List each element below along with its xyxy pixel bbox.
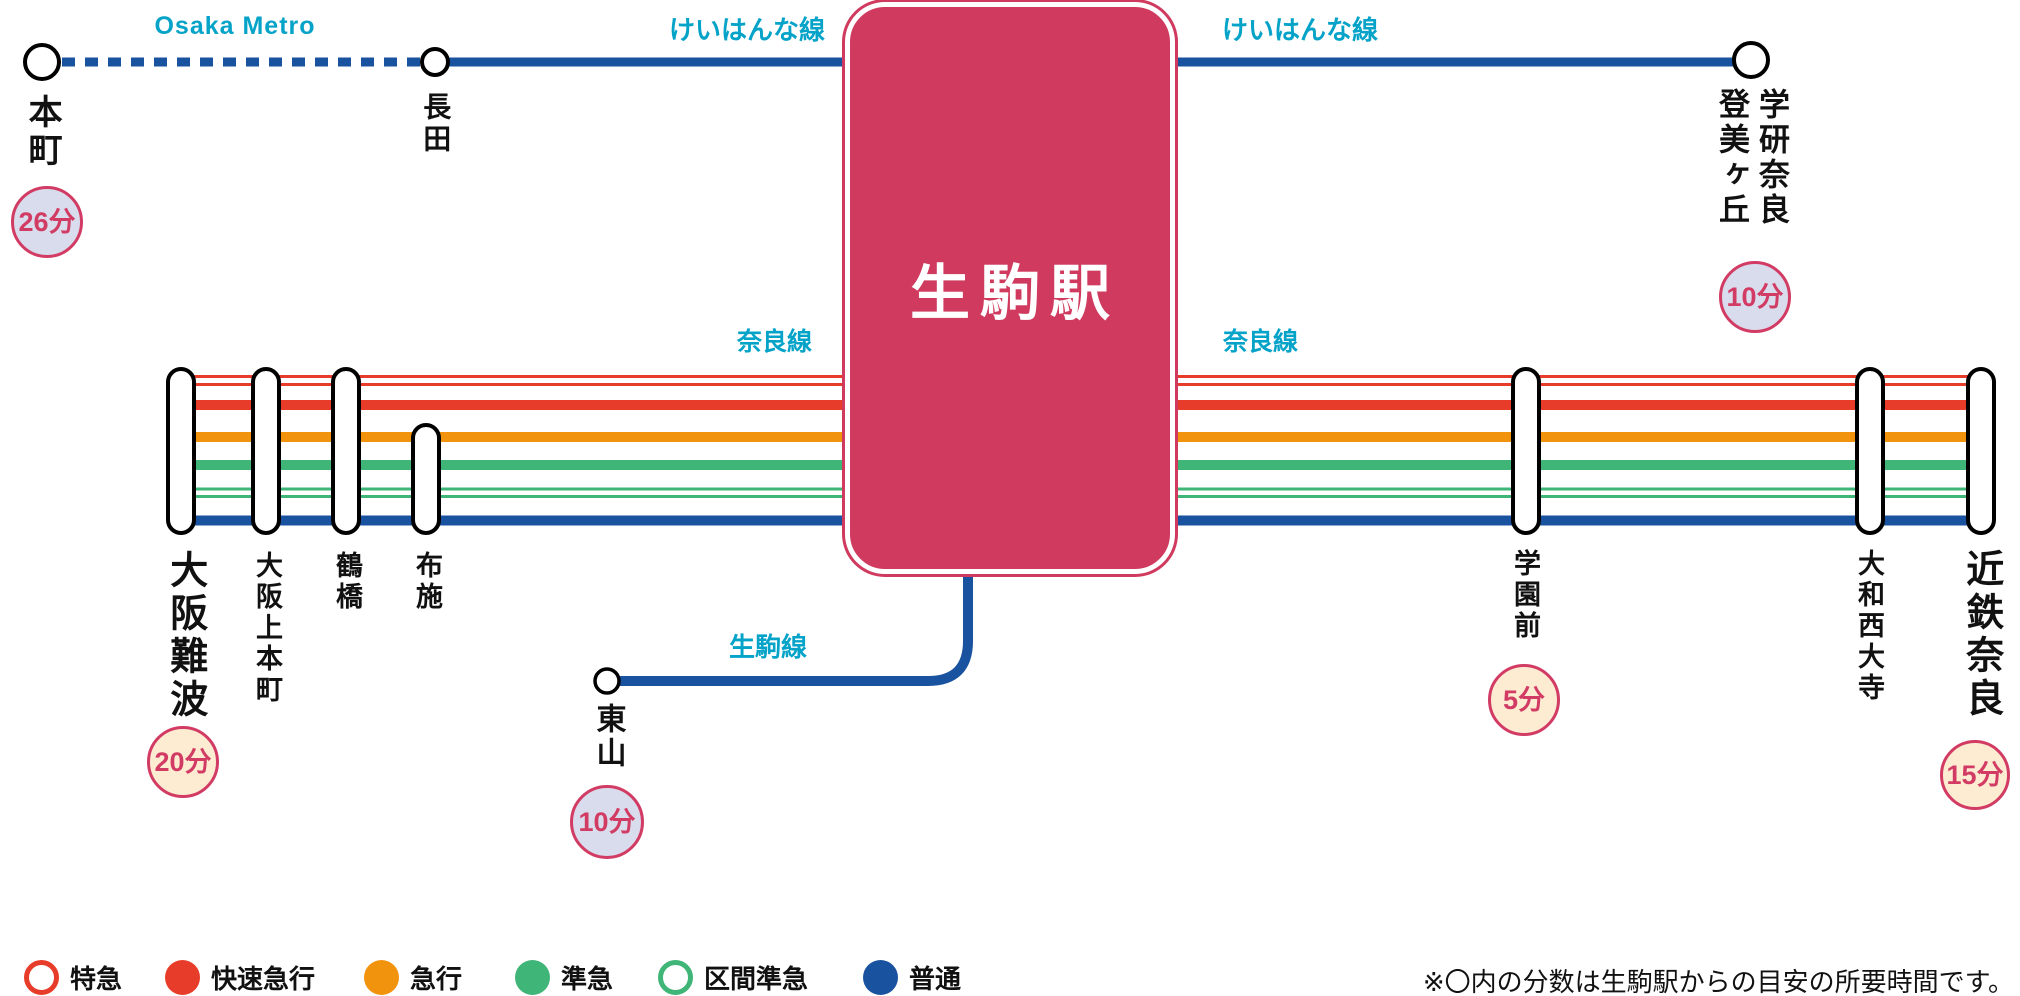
station-capsule-osaka-uehommachi — [251, 367, 281, 535]
station-name-yamato-saidaiji: 大和西大寺 — [1854, 549, 1885, 704]
ikoma-line — [620, 572, 973, 686]
station-name-fuse: 布施 — [412, 551, 443, 613]
station-dot-honmachi — [23, 43, 61, 81]
section-semi-express-circle-icon — [658, 959, 693, 995]
legend-item-kukan-junkyu: 区間準急 — [658, 958, 808, 996]
time-badge-osaka-namba: 20分 — [147, 726, 219, 798]
station-dot-higashiyama — [593, 667, 621, 695]
legend-label: 普通 — [909, 963, 962, 994]
station-name-osaka-namba: 大阪難波 — [163, 550, 206, 722]
legend-label: 区間準急 — [704, 963, 809, 994]
station-name-higashiyama: 東山 — [591, 703, 625, 771]
station-capsule-osaka-namba — [166, 367, 196, 535]
hub-title: 生駒駅 — [910, 259, 1120, 327]
station-name-nagata: 長田 — [420, 92, 452, 156]
station-name-gakuemmae: 学園前 — [1510, 549, 1541, 642]
legend-item-junkyu: 準急 — [515, 958, 613, 996]
station-name-tsuruhashi: 鶴橋 — [332, 551, 363, 613]
legend-label: 準急 — [561, 963, 614, 994]
legend-label: 特急 — [70, 963, 123, 994]
station-name-honmachi: 本町 — [23, 94, 62, 170]
legend-item-tokkyu: 特急 — [24, 958, 122, 996]
local-circle-icon — [863, 959, 898, 995]
station-dot-gakken-nara-tomigaoka — [1732, 41, 1770, 79]
time-badge-kintetsu-nara: 15分 — [1940, 740, 2010, 810]
time-badge-higashiyama: 10分 — [570, 785, 644, 859]
time-badge-gakken-nara-tomigaoka: 10分 — [1719, 261, 1791, 333]
station-dot-nagata — [420, 47, 450, 77]
legend-item-kaisoku-kyuko: 快速急行 — [165, 958, 315, 996]
label-keihanna-line-right: けいはんな線 — [1222, 15, 1379, 45]
station-capsule-kintetsu-nara — [1966, 367, 1996, 535]
label-nara-line-left: 奈良線 — [736, 328, 812, 356]
semi-express-circle-icon — [515, 959, 550, 995]
tokkyu-outline-circle-icon — [24, 959, 59, 995]
legend-item-futsu: 普通 — [863, 958, 961, 996]
express-circle-icon — [364, 959, 399, 995]
station-capsule-yamato-saidaiji — [1855, 367, 1885, 535]
station-capsule-fuse — [411, 423, 441, 535]
time-badge-gakuemmae: 5分 — [1488, 664, 1560, 736]
label-ikoma-line: 生駒線 — [728, 632, 807, 662]
footnote: ※〇内の分数は生駒駅からの目安の所要時間です。 — [1422, 967, 2014, 996]
legend-item-kyuko: 急行 — [364, 958, 462, 996]
station-capsule-gakuemmae — [1511, 367, 1541, 535]
legend-label: 快速急行 — [211, 963, 316, 994]
label-keihanna-line-left: けいはんな線 — [668, 15, 825, 45]
hub-ikoma-station: 生駒駅 — [845, 2, 1175, 574]
station-capsule-tsuruhashi — [331, 367, 361, 535]
station-name-gakken-nara-tomigaoka: 学研奈良登美ヶ丘 — [1714, 88, 1789, 228]
label-nara-line-right: 奈良線 — [1223, 328, 1299, 356]
station-name-osaka-uehommachi: 大阪上本町 — [252, 551, 283, 706]
time-badge-honmachi: 26分 — [11, 186, 83, 258]
station-name-kintetsu-nara: 近鉄奈良 — [1959, 549, 2002, 721]
rapid-express-circle-icon — [165, 959, 200, 995]
label-osaka-metro: Osaka Metro — [154, 12, 316, 40]
legend-label: 急行 — [410, 963, 463, 994]
